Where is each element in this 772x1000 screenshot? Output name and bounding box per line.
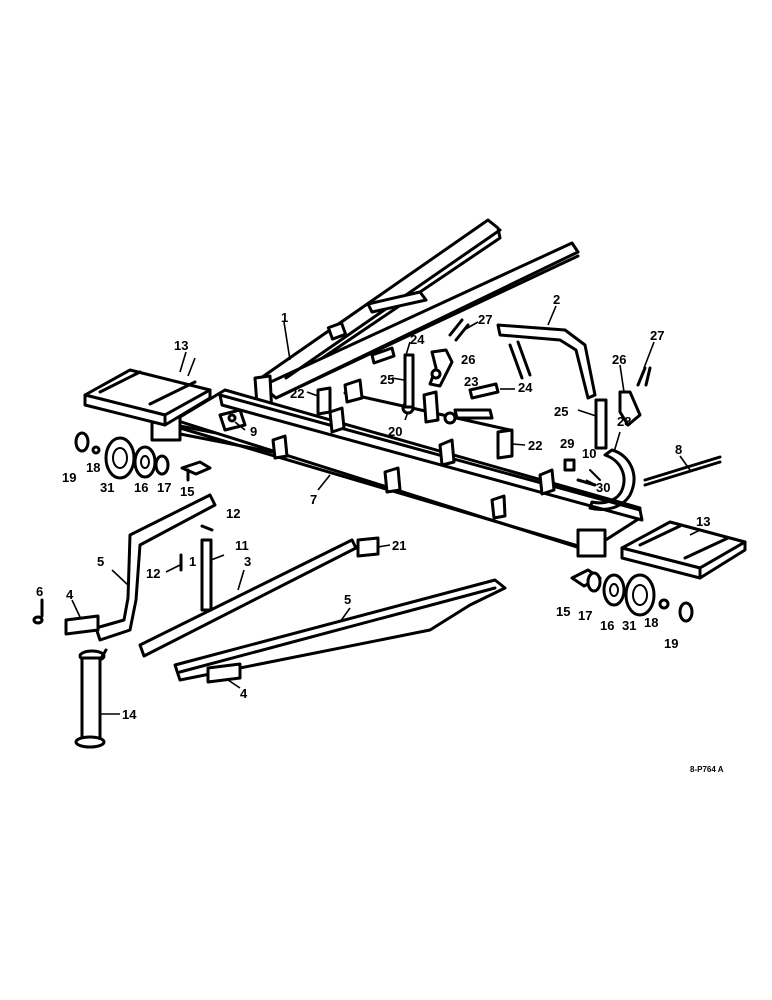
label-27-left: 27	[478, 312, 492, 327]
rod-8	[643, 460, 722, 487]
label-23: 23	[464, 374, 478, 389]
pin-27-right	[636, 366, 647, 387]
drawing-code: 8-P764 A	[690, 765, 724, 774]
right-hook-assembly	[563, 366, 652, 511]
label-17-left: 17	[157, 480, 171, 495]
bracket-22-left	[316, 386, 332, 416]
link-25-left	[403, 353, 415, 409]
part-29	[563, 458, 576, 472]
label-25-left: 25	[380, 372, 394, 387]
label-1: 1	[281, 310, 288, 325]
link-25-right	[594, 398, 608, 450]
label-11: 11	[235, 538, 249, 553]
label-2: 2	[553, 292, 560, 307]
label-18-left: 18	[86, 460, 100, 475]
label-31-left: 31	[100, 480, 114, 495]
label-31-right: 31	[622, 618, 636, 633]
label-10: 10	[582, 446, 596, 461]
label-26-right: 26	[612, 352, 626, 367]
hitch-arm-2	[496, 323, 597, 400]
link-24-mid	[453, 408, 494, 420]
label-20: 20	[388, 424, 402, 439]
label-9: 9	[250, 424, 257, 439]
hook-28	[588, 448, 636, 511]
link-24-right	[468, 382, 500, 400]
label-4-left: 4	[66, 587, 74, 602]
label-24-b: 24	[518, 380, 533, 395]
label-16-right: 16	[600, 618, 614, 633]
link-24-left	[370, 346, 396, 365]
label-19-right: 19	[664, 636, 678, 651]
label-13-right: 13	[696, 514, 710, 529]
clip-26-left	[428, 348, 454, 388]
label-7: 7	[310, 492, 317, 507]
label-3: 3	[244, 554, 251, 569]
label-14: 14	[122, 707, 137, 722]
platform-13-right	[620, 520, 747, 580]
bolt-6	[32, 598, 44, 625]
label-21: 21	[392, 538, 406, 553]
label-28: 28	[617, 414, 631, 429]
label-12-left: 12	[146, 566, 160, 581]
label-19-left: 19	[62, 470, 76, 485]
label-26-left: 26	[461, 352, 475, 367]
bracket-22-right	[496, 428, 514, 460]
pin-30	[576, 478, 597, 487]
main-frame	[150, 388, 644, 558]
label-6: 6	[36, 584, 43, 599]
label-17-right: 17	[578, 608, 592, 623]
part-labels: 1 2 27 27 13 24 26 26 25 23 24 22 25 28 …	[36, 292, 710, 722]
label-11-b: 1	[189, 554, 196, 569]
hub-assembly-right	[570, 568, 694, 623]
hitch-tongue	[253, 218, 580, 420]
label-13-left: 13	[174, 338, 188, 353]
label-15-right: 15	[556, 604, 570, 619]
label-5-right: 5	[344, 592, 351, 607]
label-22-right: 22	[528, 438, 542, 453]
clip-26-right	[618, 390, 642, 427]
label-18-right: 18	[644, 615, 658, 630]
label-5-left: 5	[97, 554, 104, 569]
link-brackets	[316, 318, 514, 460]
label-15-left: 15	[180, 484, 194, 499]
label-4-right: 4	[240, 686, 248, 701]
jack-stand-14	[74, 648, 108, 749]
label-22-left: 22	[290, 386, 304, 401]
label-12-top: 12	[226, 506, 240, 521]
lower-members	[94, 493, 507, 682]
label-25-right: 25	[554, 404, 568, 419]
pin-27-left	[448, 318, 464, 337]
pad-4-right	[206, 662, 242, 684]
label-16-left: 16	[134, 480, 148, 495]
leader-lines	[71, 305, 701, 715]
label-8: 8	[675, 442, 682, 457]
label-27-right: 27	[650, 328, 664, 343]
label-24-a: 24	[410, 332, 425, 347]
label-30: 30	[596, 480, 610, 495]
hub-assembly-left	[74, 431, 212, 482]
platform-13-left	[83, 368, 212, 427]
pad-4-left	[64, 614, 100, 636]
label-29: 29	[560, 436, 574, 451]
